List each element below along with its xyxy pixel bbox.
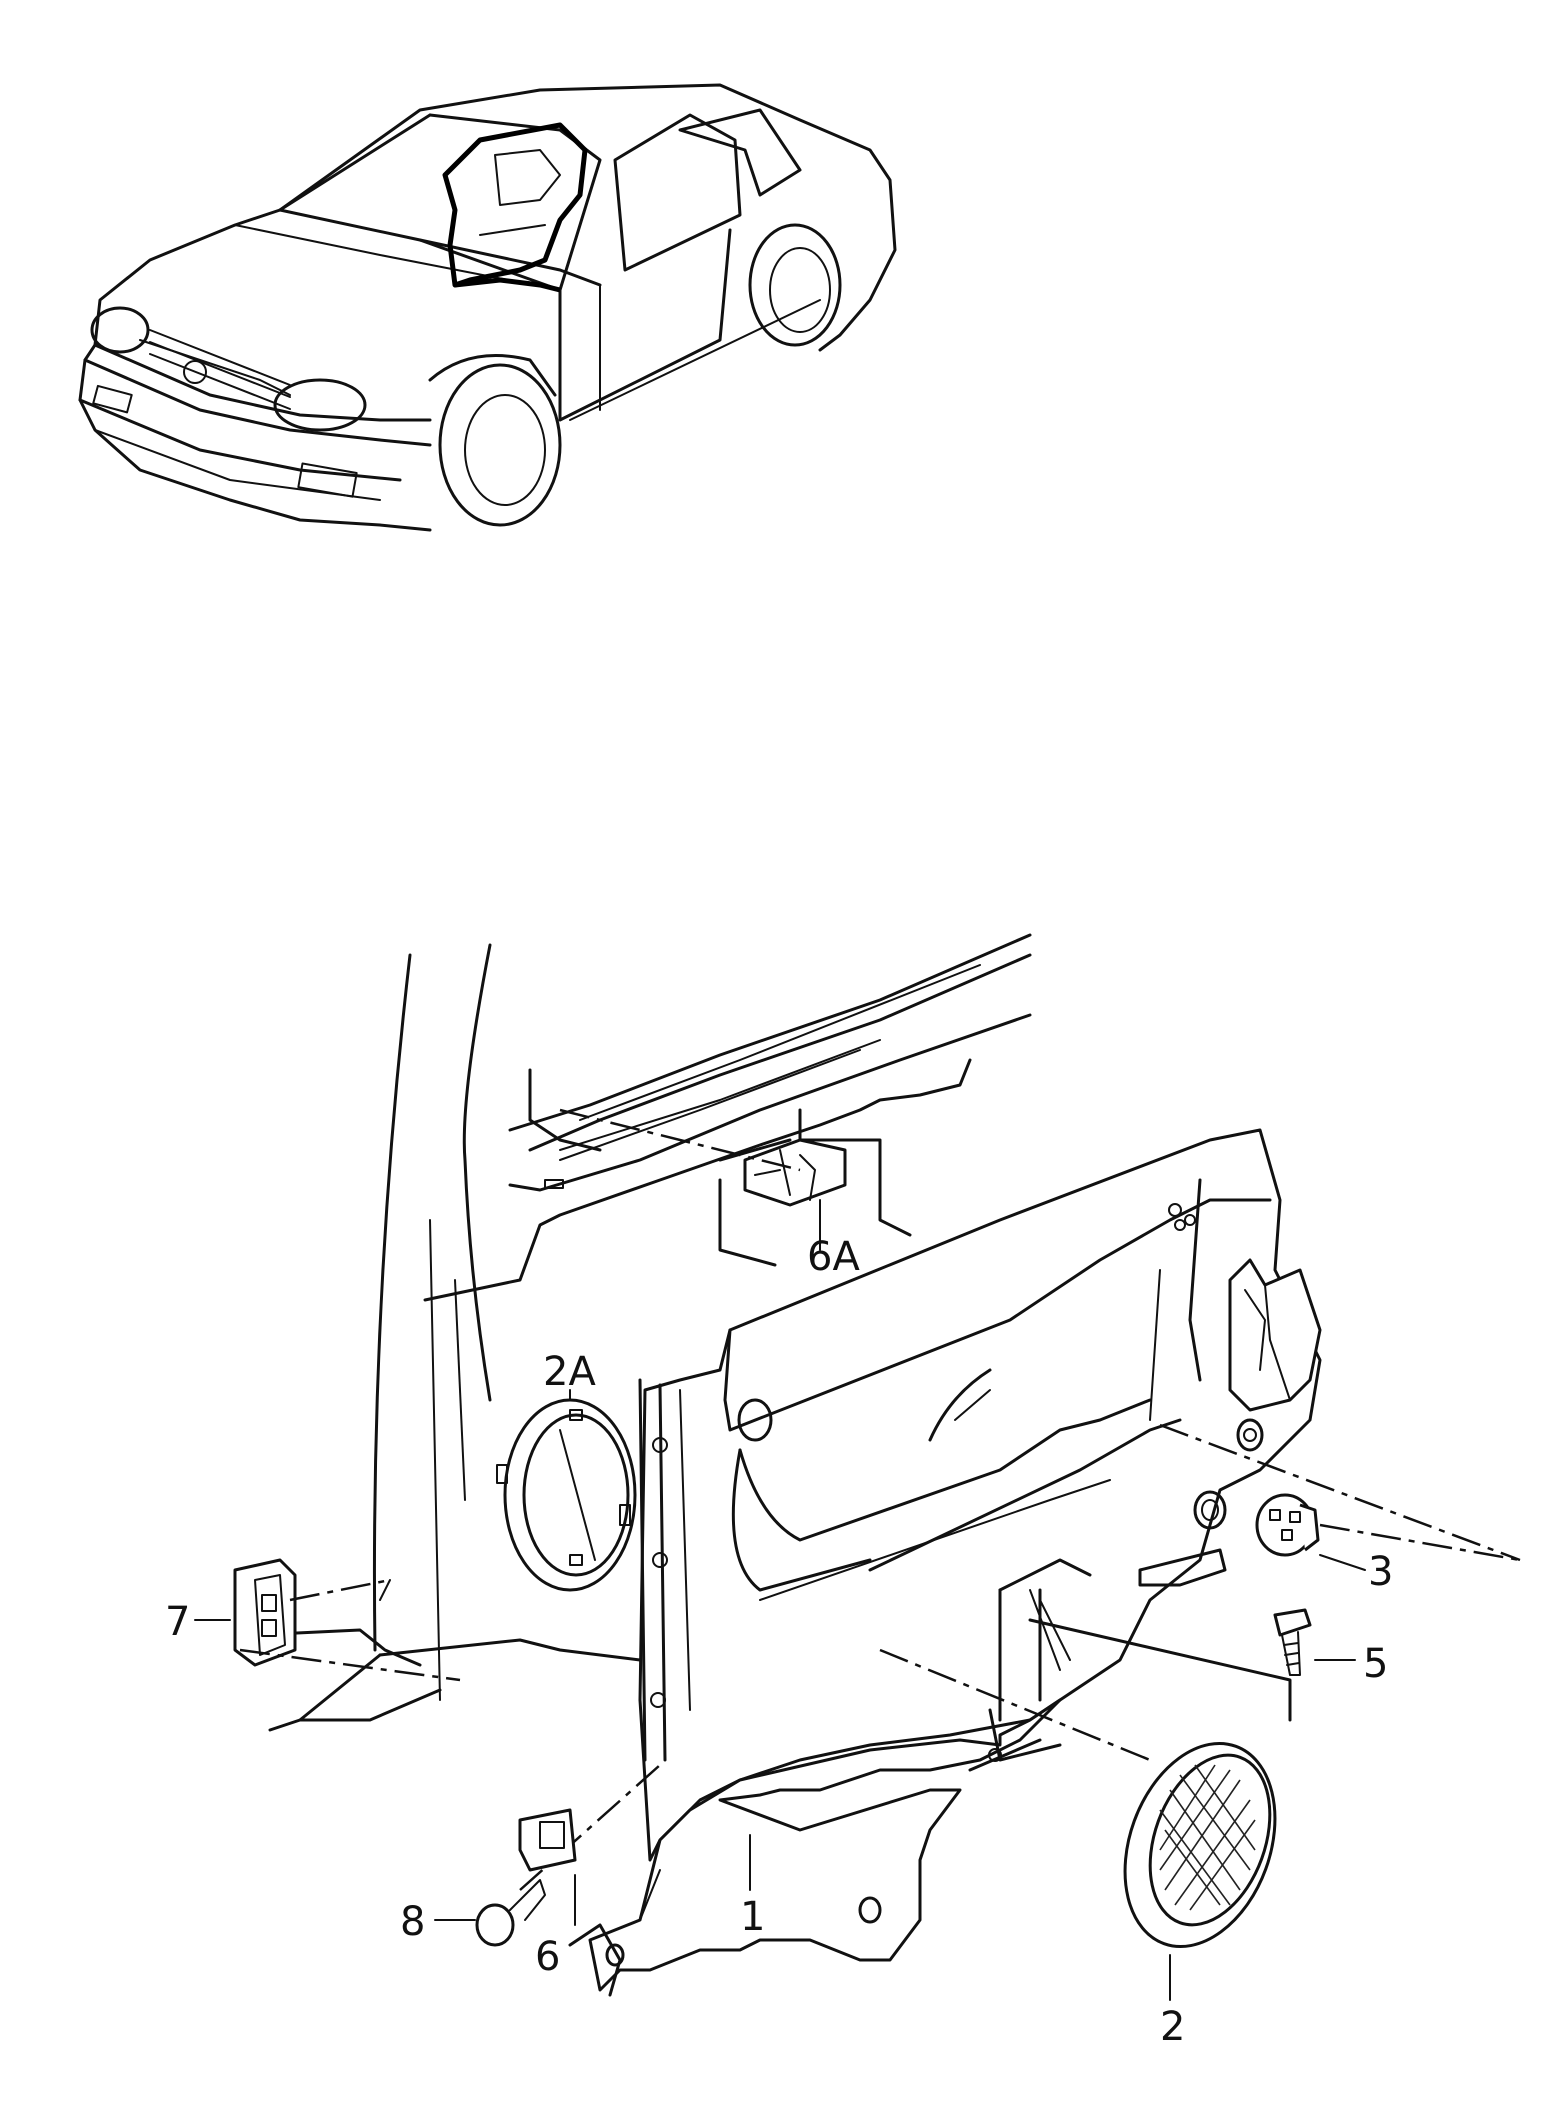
callout-5: 5 [1363, 1641, 1388, 1687]
callout-3: 3 [1368, 1549, 1393, 1595]
callout-2A: 2A [543, 1349, 596, 1395]
callout-8: 8 [400, 1899, 425, 1945]
callout-6: 6A [807, 1234, 860, 1280]
callout-labels: 6A 2A 3 5 7 8 2 1 6 [165, 1234, 1393, 2050]
grille-mesh [1159, 1764, 1256, 1911]
callout-1: 1 [740, 1894, 765, 1940]
callout-2: 2 [1160, 2004, 1185, 2050]
vehicle-overview [78, 83, 897, 532]
interior-trim-view [194, 933, 1521, 2001]
callout-7: 7 [165, 1599, 190, 1645]
callout-6A: 6 [535, 1934, 560, 1980]
